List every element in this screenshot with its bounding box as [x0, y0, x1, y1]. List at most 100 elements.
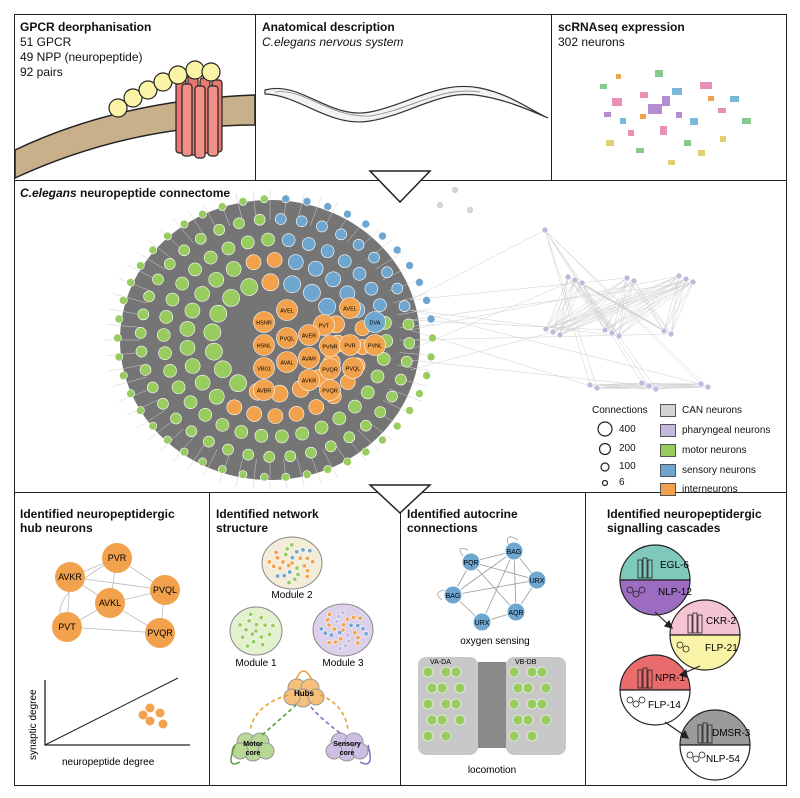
hub-neuron-label: HSNR — [256, 321, 272, 327]
hub-neuron-node — [364, 334, 386, 356]
connectome-node — [241, 235, 255, 250]
hub-node-pvql — [150, 575, 180, 605]
connectome-node — [361, 385, 375, 400]
locomotion-node — [450, 698, 462, 710]
cascade-nlp54: NLP-54 — [706, 754, 740, 765]
flow-triangle-top — [368, 170, 432, 204]
connectome-node — [288, 405, 305, 422]
connectome-node — [422, 371, 431, 380]
connectome-node — [391, 282, 404, 295]
connections-title: Connections — [592, 405, 648, 416]
connectome-node — [368, 251, 380, 264]
anatomy-subtitle: C.elegans nervous system — [262, 35, 404, 49]
legend-sensory: sensory neurons — [660, 464, 756, 477]
connectome-node — [183, 395, 198, 409]
can-node — [466, 206, 474, 214]
module-dot — [345, 616, 351, 622]
module-dot — [348, 622, 354, 628]
module-dot — [351, 614, 357, 620]
connectome-node — [281, 194, 291, 204]
pharyngeal-node — [689, 278, 697, 286]
connectome-node — [208, 388, 225, 405]
module-dot — [249, 631, 255, 637]
hub-neuron-label: DVA — [370, 321, 381, 327]
connectome-node — [352, 267, 367, 281]
ckr2-half — [669, 599, 741, 636]
module-dot — [326, 622, 332, 628]
connectome-node — [320, 244, 335, 258]
connectome-node — [194, 232, 207, 245]
pharyngeal-node — [556, 331, 564, 339]
connectome-node — [157, 397, 169, 410]
module-dot — [340, 609, 346, 615]
pharyngeal-node — [541, 226, 549, 234]
module-dot — [343, 643, 349, 649]
pharyngeal-node — [601, 326, 609, 334]
module-dot — [246, 618, 252, 624]
scrna-title: scRNAseq expression — [558, 20, 685, 34]
module-dot — [237, 622, 243, 628]
module-dot — [337, 646, 343, 652]
module-dot — [266, 559, 272, 565]
hub-neuron-label: PVQL — [280, 337, 295, 343]
module-1-label: Module 1 — [235, 658, 277, 669]
network-title-1: Identified network — [216, 507, 319, 521]
legend-inter-swatch — [660, 483, 676, 496]
cascade-ckr2: CKR-2 — [706, 616, 736, 627]
module-dot — [253, 622, 259, 628]
connectome-node — [361, 447, 371, 457]
locomotion-node — [422, 666, 434, 678]
connectome-node — [171, 380, 186, 395]
locomotion-node — [508, 698, 520, 710]
pharyngeal-node — [682, 275, 690, 283]
connectome-node — [274, 213, 287, 225]
connectome-node — [337, 254, 352, 268]
module-dot — [331, 626, 337, 632]
module-dot — [360, 626, 366, 632]
module-dot — [340, 627, 346, 633]
module-dot — [251, 639, 257, 645]
pharyngeal-node — [571, 276, 579, 284]
motor-core-label-2: core — [246, 750, 261, 757]
locomotion-node — [422, 730, 434, 742]
receptor-icon — [175, 74, 223, 159]
size-200 — [598, 442, 612, 456]
connectome-node — [415, 389, 424, 398]
connectome-node — [179, 219, 189, 229]
connectome-node — [376, 352, 391, 366]
module-dot — [345, 632, 351, 638]
module-dot — [287, 569, 293, 575]
legend-motor: motor neurons — [660, 444, 746, 457]
connectome-node — [113, 333, 122, 343]
connectome-node — [422, 296, 431, 305]
module-dot — [275, 555, 281, 561]
connectome-node — [373, 298, 387, 312]
module-dot — [283, 551, 289, 557]
hub-node-pvr — [102, 543, 132, 573]
connectome-node — [263, 451, 276, 463]
module-dot — [253, 628, 259, 634]
hub-neuron-label: AVEL — [343, 307, 357, 313]
connectome-node — [215, 418, 230, 432]
connectome-node — [139, 364, 152, 376]
oxygen-label: oxygen sensing — [460, 636, 530, 647]
auto-label-urx1: URX — [530, 578, 545, 585]
hub-neuron-label: AVBR — [257, 389, 272, 395]
connectome-node — [284, 450, 297, 463]
module-dot — [307, 548, 313, 554]
connectome-node — [348, 399, 362, 414]
module-dot — [300, 547, 306, 553]
neuropeptide-icon — [108, 60, 221, 118]
hub-label-pvql: PVQL — [153, 585, 177, 595]
locomotion-edges — [478, 662, 506, 748]
cascade-title-1: Identified neuropeptidergic — [607, 507, 762, 521]
module-2-label: Module 2 — [271, 590, 313, 601]
connectome-node — [188, 262, 202, 277]
module-dot — [286, 579, 292, 585]
pharyngeal-node — [578, 279, 586, 287]
module-dot — [305, 568, 311, 574]
connectome-node — [295, 215, 308, 228]
connectome-node — [136, 406, 145, 415]
